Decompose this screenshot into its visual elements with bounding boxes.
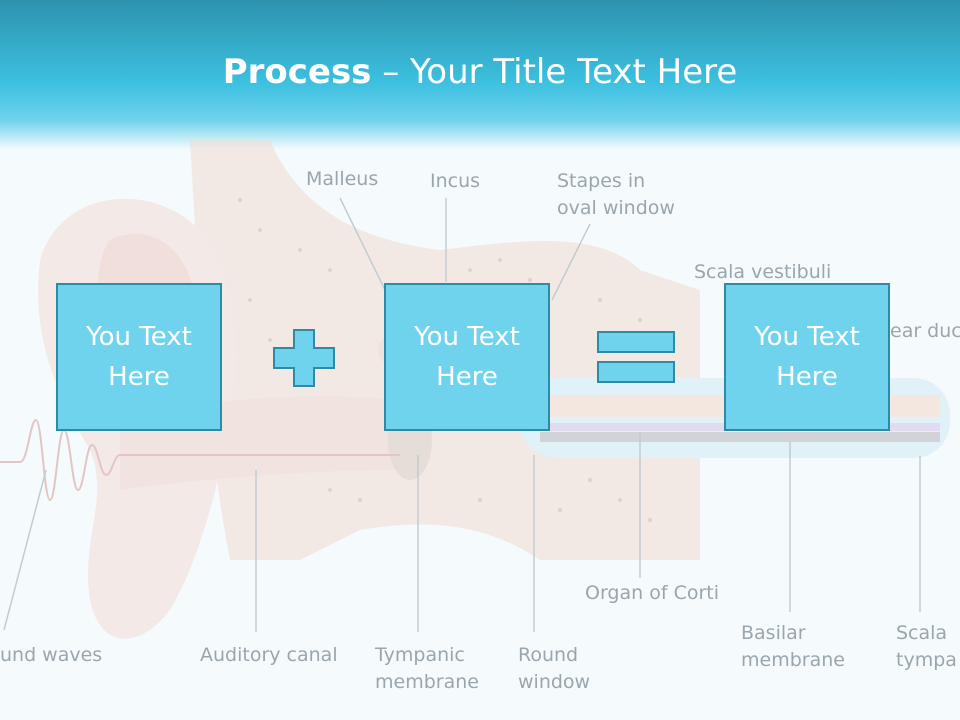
title-banner [0, 0, 960, 150]
label-auditory-canal: Auditory canal [200, 644, 338, 666]
process-box-1[interactable]: You Text Here [56, 283, 222, 431]
slide-title: Process – Your Title Text Here [0, 52, 960, 92]
label-sound-waves: und waves [0, 644, 103, 666]
title-bold: Process [222, 52, 372, 92]
sound-wave [0, 418, 400, 502]
label-round-window: Round window [518, 644, 591, 693]
label-incus: Incus [430, 170, 481, 192]
label-scala-tympani: Scala tympa [896, 622, 957, 671]
plus-icon [273, 329, 335, 387]
process-box-3[interactable]: You Text Here [724, 283, 890, 431]
process-box-3-text: You Text Here [754, 322, 860, 392]
label-cochlear-duct: ear duc [890, 320, 960, 342]
label-tympanic-membrane: Tympanic membrane [375, 644, 479, 693]
equals-icon [597, 331, 675, 383]
process-box-2-text: You Text Here [414, 322, 520, 392]
process-box-1-text: You Text Here [86, 322, 192, 392]
label-organ-of-corti: Organ of Corti [585, 582, 720, 604]
label-basilar-membrane: Basilar membrane [741, 622, 845, 671]
duct-band [540, 432, 940, 442]
process-box-2[interactable]: You Text Here [384, 283, 550, 431]
label-scala-vestibuli: Scala vestibuli [694, 261, 832, 283]
label-malleus: Malleus [306, 168, 379, 190]
label-stapes: Stapes in oval window [557, 170, 675, 219]
title-rest: – Your Title Text Here [371, 52, 738, 92]
